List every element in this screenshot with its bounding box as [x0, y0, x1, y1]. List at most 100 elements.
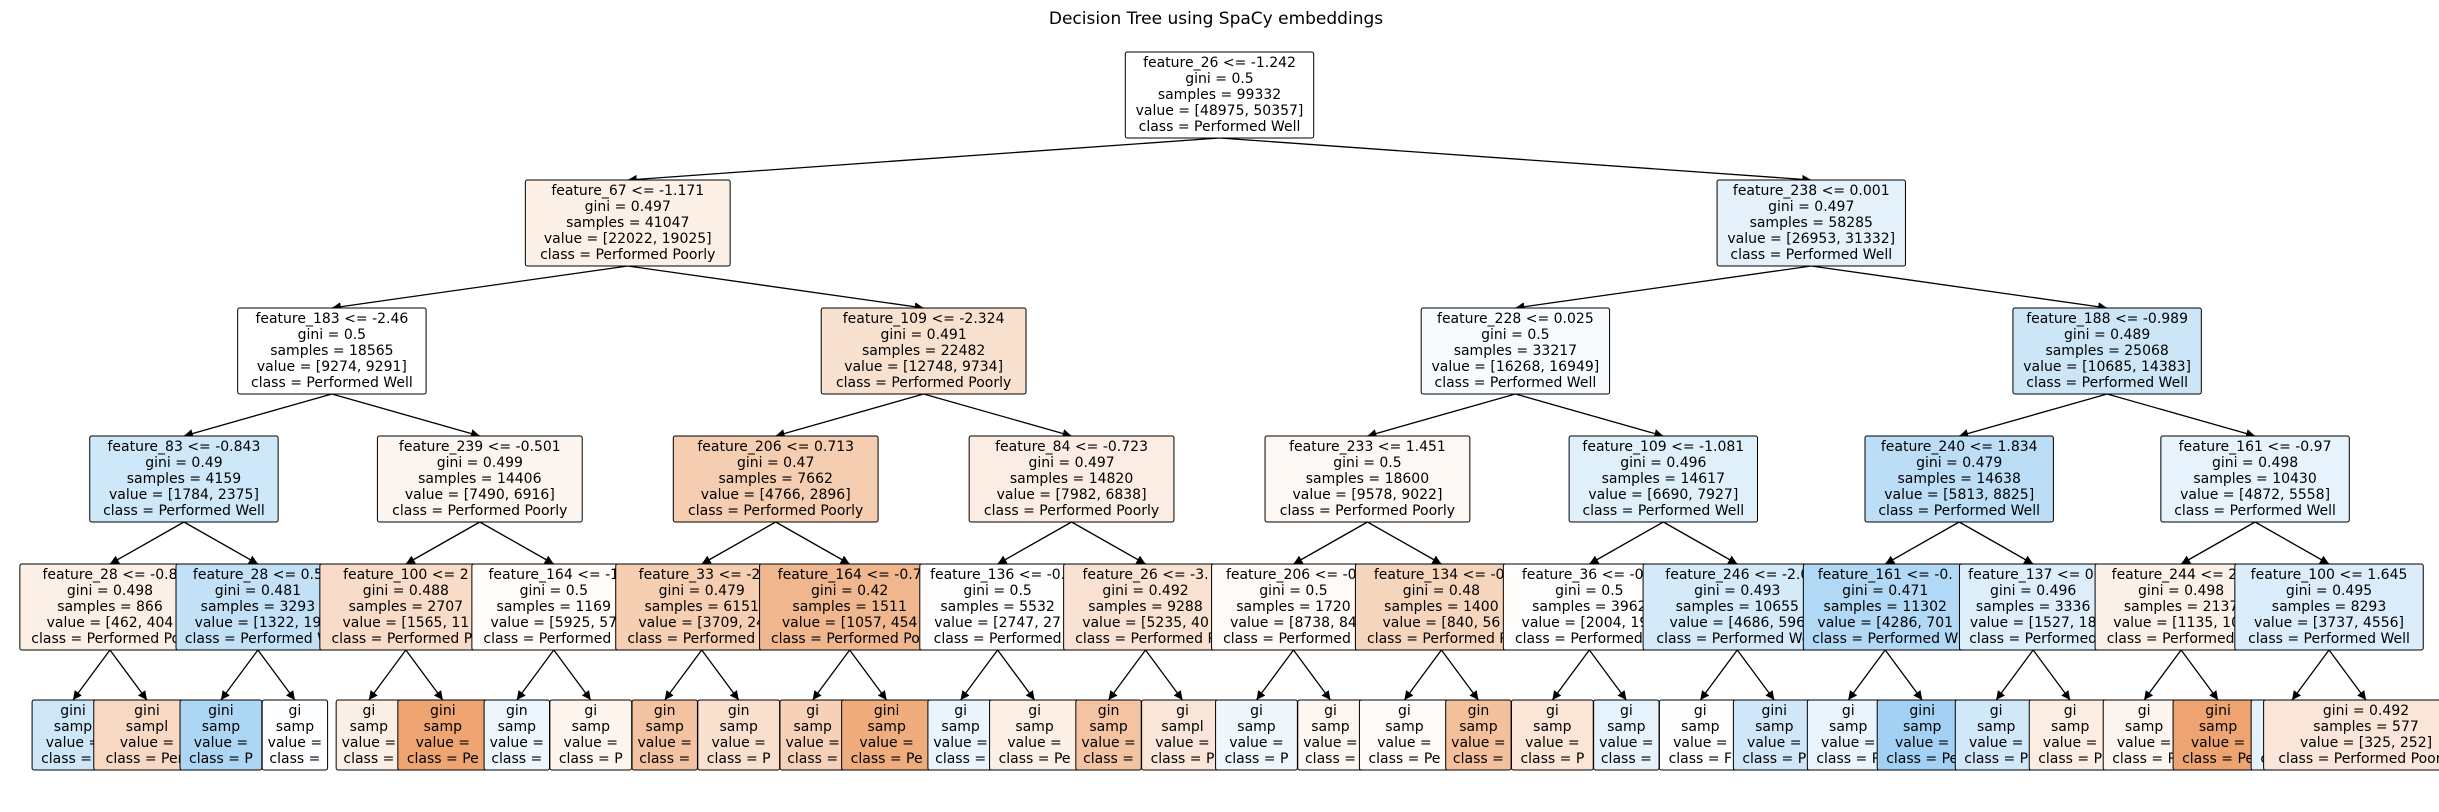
node-text-line: gini — [134, 703, 160, 719]
node-text-line: class = P — [1520, 751, 1584, 767]
tree-edge — [516, 649, 555, 701]
node-text-line: gini = 0.481 — [215, 583, 301, 599]
diagram-title: Decision Tree using SpaCy embeddings — [1049, 9, 1383, 29]
node-text-line: samples = 1400 — [1384, 599, 1498, 615]
node-text-line: feature_28 <= -0.8 — [42, 567, 177, 583]
tree-edge — [627, 137, 1220, 184]
tree-edge — [1403, 649, 1442, 701]
node-text-line: feature_206 <= -0. — [1226, 567, 1361, 583]
node-text-line: gi — [1028, 703, 1041, 719]
node-text-line: samp — [572, 719, 611, 735]
node-text-line: feature_83 <= -0.843 — [108, 439, 261, 455]
node-text-line: samp — [1015, 719, 1054, 735]
node-text-line: value = — [933, 735, 987, 751]
node-text-line: samp — [498, 719, 537, 735]
node-text-line: gi — [1620, 703, 1633, 719]
node-text-line: value = — [1303, 735, 1357, 751]
node-box — [2012, 307, 2202, 395]
node-text-line: class = F — [1669, 751, 1732, 767]
node-text-line: samples = 11302 — [1824, 599, 1947, 615]
node-text-line: value = — [785, 735, 839, 751]
node-text-line: class = Performed Po — [2107, 631, 2256, 647]
node-text-line: gini = 0.5 — [298, 327, 366, 343]
node-text-line: class = — [491, 751, 542, 767]
node-text-line: gini = 0.498 — [2138, 583, 2224, 599]
node-text-line: gi — [2064, 703, 2077, 719]
tree-edge — [1551, 649, 1590, 701]
tree-edge — [405, 649, 444, 701]
node-text-line: class = P — [41, 751, 105, 767]
node-text-line: gini = 0.5 — [1185, 71, 1253, 87]
node-text-line: gi — [1546, 703, 1559, 719]
node-text-line: samp — [350, 719, 389, 735]
node-text-line: samp — [54, 719, 93, 735]
node-text-line: class = P — [1964, 751, 2028, 767]
node-text-line: gini = 0.5 — [963, 583, 1031, 599]
node-text-line: gini = 0.5 — [1555, 583, 1623, 599]
node-text-line: gi — [2138, 703, 2151, 719]
node-text-line: value = — [120, 735, 174, 751]
tree-edge — [405, 521, 481, 565]
node-text-line: samples = 14820 — [1010, 471, 1133, 487]
node-text-line: class = Performed P — [1075, 631, 1216, 647]
node-text-line: samp — [720, 719, 759, 735]
node-text-line: class = Performed Well — [2026, 375, 2188, 391]
node-text-line: gini = 0.497 — [585, 199, 671, 215]
node-text-line: class = Performed Poorly — [1280, 503, 1455, 519]
node-text-line: samp — [2125, 719, 2164, 735]
node-text-line: samples = 14617 — [1602, 471, 1725, 487]
tree-edge — [701, 649, 740, 701]
node-text-line: gini = 0.497 — [1768, 199, 1854, 215]
node-text-line: class = Performed Poorly — [540, 247, 715, 263]
node-text-line: samples = 22482 — [862, 343, 985, 359]
node-text-line: value = [4686, 596 — [1669, 615, 1805, 631]
node-text-line: value = — [1229, 735, 1283, 751]
node-text-line: class = Pe — [1368, 751, 1440, 767]
node-text-line: value = — [1525, 735, 1579, 751]
node-text-line: gini — [874, 703, 900, 719]
node-text-line: value = [2004, 195 — [1522, 615, 1658, 631]
tree-edge — [183, 521, 259, 565]
node-text-line: gini — [1761, 703, 1787, 719]
node-text-line: value = [3737, 4556] — [2254, 615, 2404, 631]
node-text-line: samp — [1903, 719, 1942, 735]
node-text-line: samples = 8293 — [2272, 599, 2386, 615]
node-text-line: feature_183 <= -2.46 — [255, 311, 408, 327]
node-text-line: feature_109 <= -1.081 — [1582, 439, 1744, 455]
tree-edge — [2254, 521, 2330, 565]
node-text-line: samp — [2051, 719, 2090, 735]
node-text-line: class = — [787, 751, 838, 767]
node-text-line: value = [4872, 5558] — [2180, 487, 2330, 503]
node-text-line: gini = 0.492 — [2323, 703, 2409, 719]
node-text-line: gini = 0.493 — [1694, 583, 1780, 599]
node-text-line: samples = 10655 — [1676, 599, 1799, 615]
tree-edge — [109, 649, 148, 701]
node-text-line: value = — [1007, 735, 1061, 751]
node-text-line: feature_67 <= -1.171 — [551, 183, 704, 199]
node-text-line: class = Performed Well — [2248, 631, 2410, 647]
node-text-line: samples = 99332 — [1158, 87, 1281, 103]
node-text-line: value = [7490, 6916] — [405, 487, 555, 503]
node-text-line: value = [1057, 454 — [782, 615, 918, 631]
node-text-line: gini = 0.489 — [2064, 327, 2150, 343]
node-text-line: class = Performed Poo — [771, 631, 928, 647]
node-text-line: feature_244 <= 2.3 — [2112, 567, 2251, 583]
tree-edge — [1440, 649, 1479, 701]
node-text-line: feature_33 <= -2. — [639, 567, 765, 583]
node-text-line: samp — [1533, 719, 1572, 735]
tree-edge — [627, 265, 924, 312]
